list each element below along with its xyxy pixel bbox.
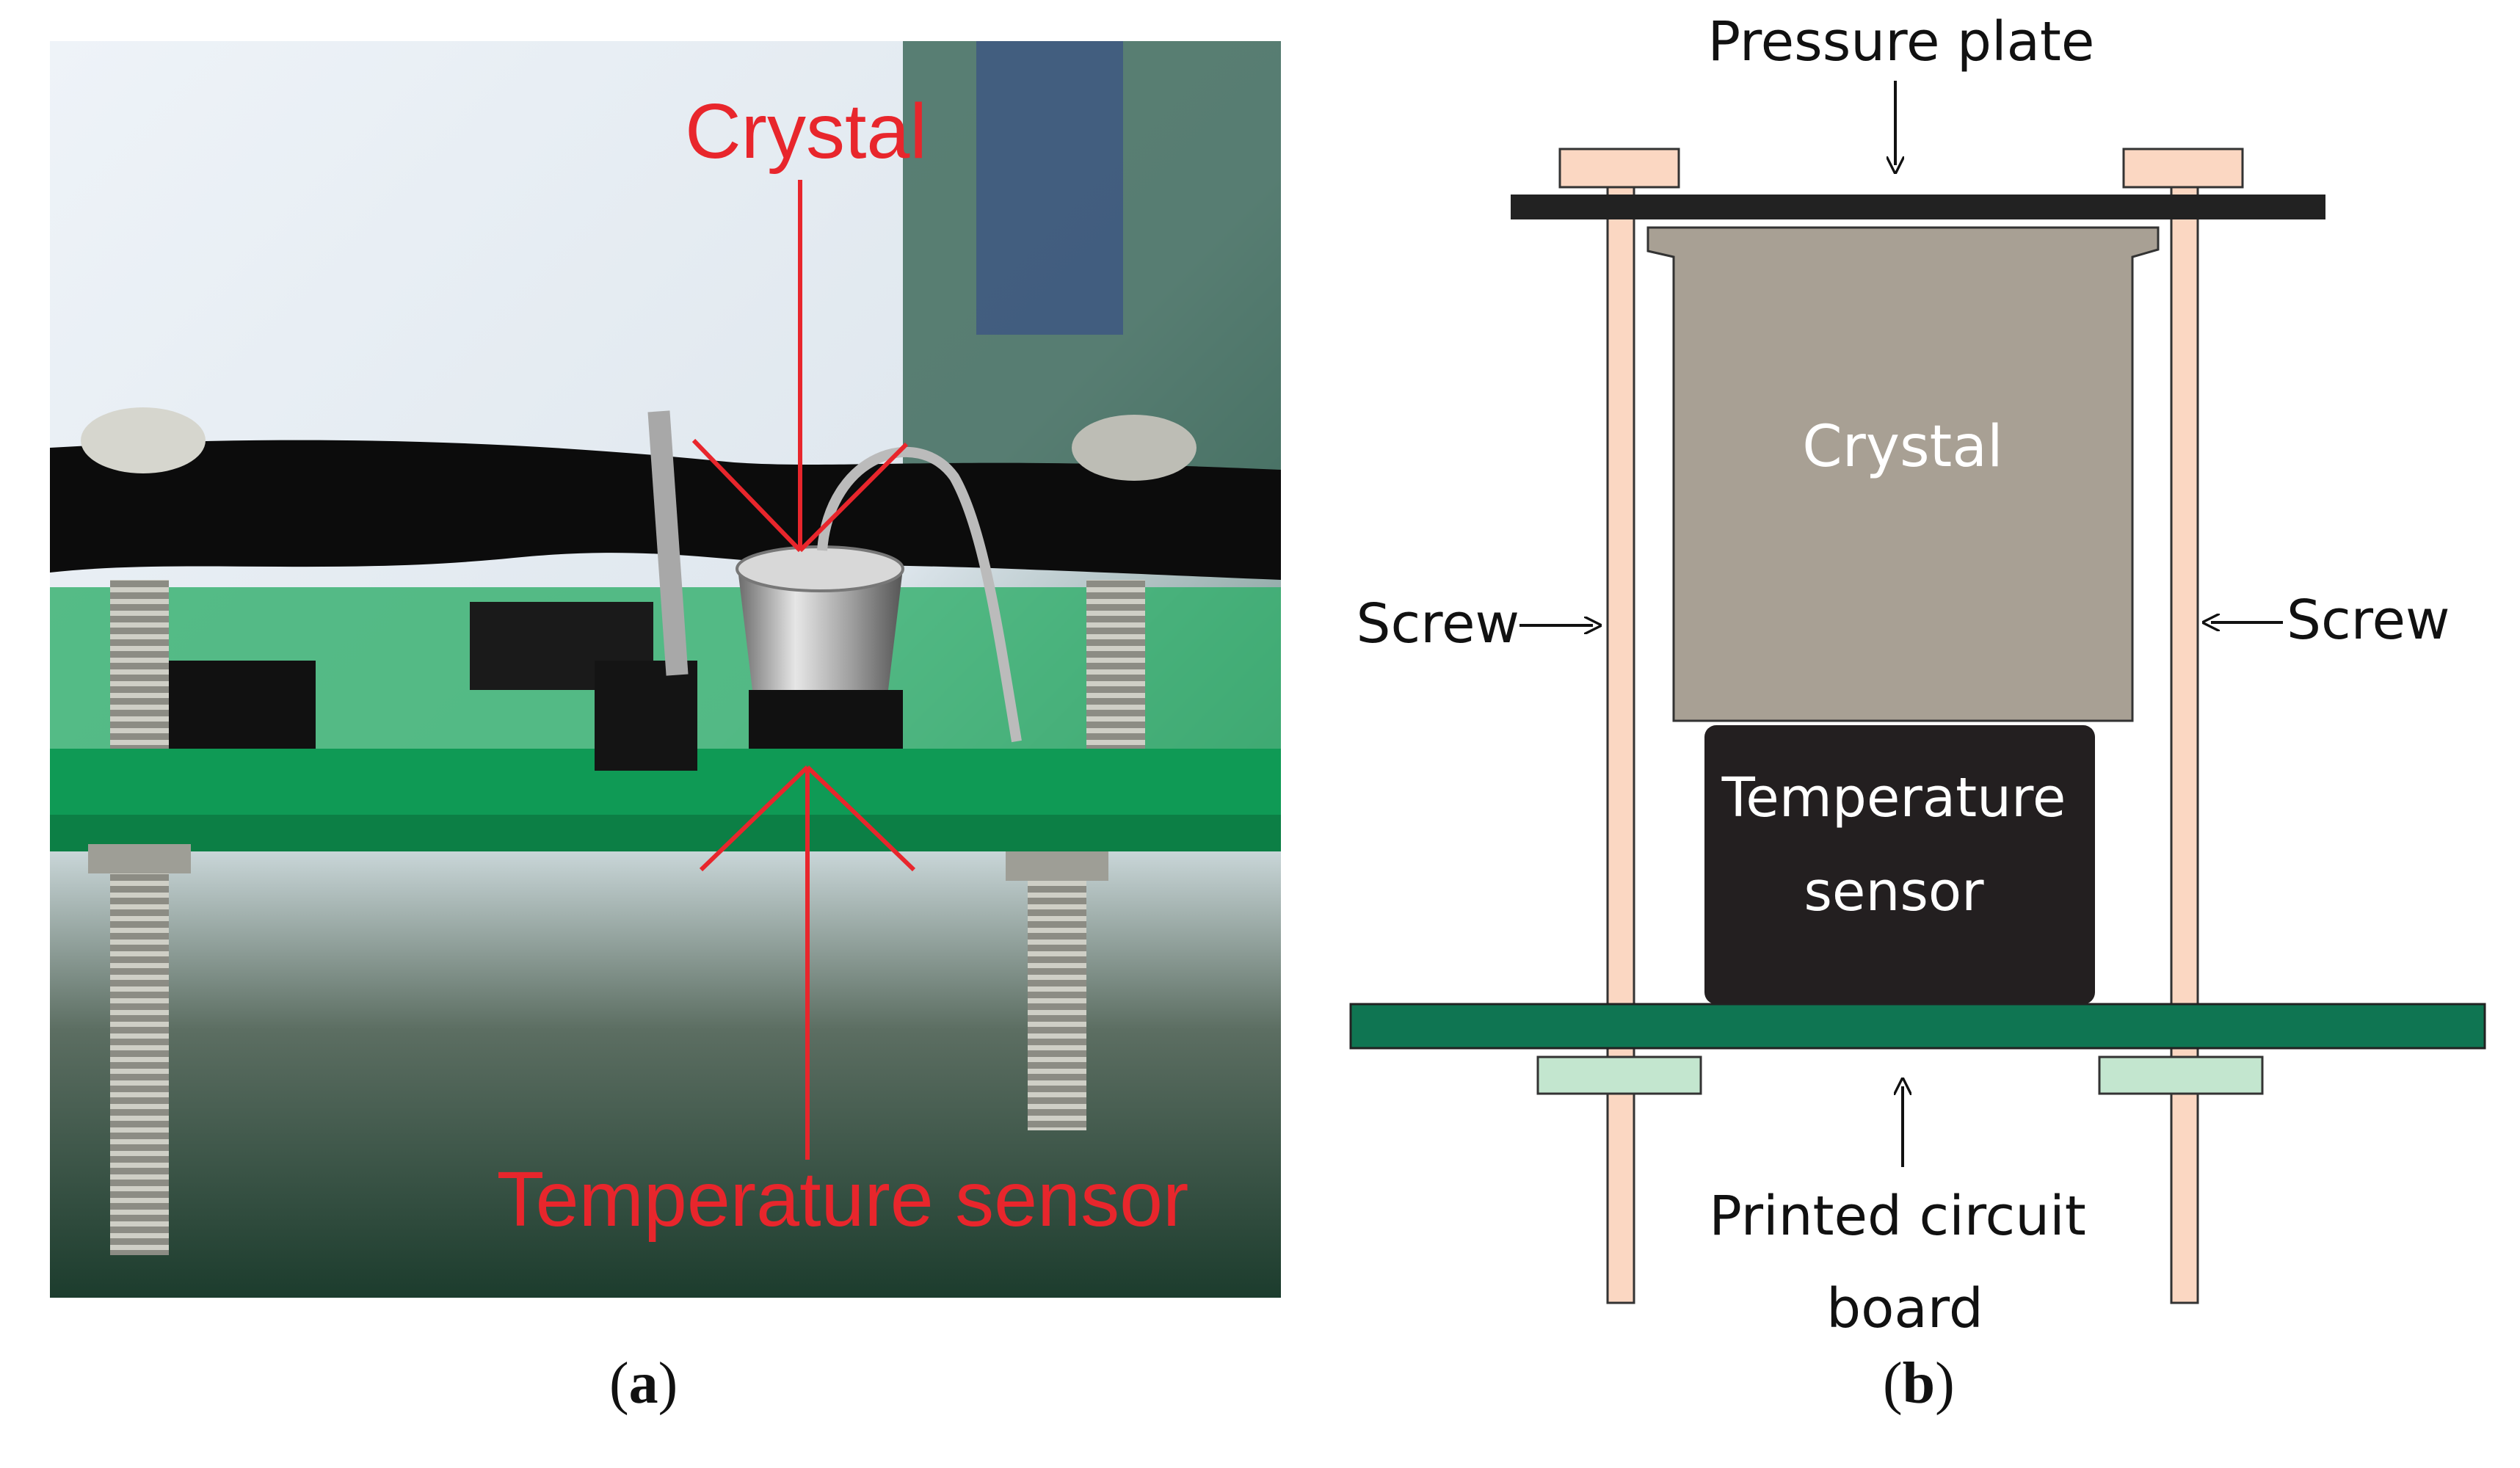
photo-blue-blur	[976, 41, 1123, 335]
photo-screw-head-left	[81, 407, 206, 473]
printed-circuit-board	[1349, 1003, 2486, 1050]
photo-transistor	[595, 661, 697, 771]
photo-screw-left-lower	[110, 859, 169, 1255]
caption-b-letter: b	[1902, 1351, 1936, 1416]
screw-right-head	[2122, 148, 2244, 189]
label-crystal: Crystal	[1802, 414, 2002, 480]
photo-regulator	[169, 661, 316, 749]
screw-right-shaft	[2170, 186, 2199, 1304]
crystal-pointer-arm-right	[798, 442, 909, 553]
sensor-pointer-arm-left	[699, 765, 810, 872]
label-pressure-plate: Pressure plate	[1708, 10, 2095, 73]
panel-a-photo: Crystal Temperature sensor	[50, 41, 1281, 1298]
nut-left	[1536, 1055, 1702, 1095]
photo-pcb-edge	[50, 815, 1281, 851]
photo-crystal-top	[736, 545, 904, 592]
label-screw-right: Screw	[2287, 589, 2450, 652]
screw-left-shaft	[1606, 186, 1635, 1304]
caption-a: (a)	[609, 1351, 678, 1416]
label-sensor-line2: sensor	[1804, 860, 1984, 923]
crystal-annotation	[691, 180, 909, 553]
photo-screw-head-right	[1072, 415, 1197, 481]
caption-a-letter: a	[628, 1351, 658, 1416]
temperature-sensor-block	[1704, 725, 2095, 1004]
sensor-pointer-arm-right	[805, 765, 916, 872]
photo-wire	[817, 446, 1022, 743]
nut-right	[2098, 1055, 2264, 1095]
photo-sensor-body	[749, 690, 903, 749]
photo-pin	[647, 410, 689, 676]
photo-screw-right-upper	[1086, 580, 1145, 749]
photo-crystal-can	[738, 569, 903, 690]
label-pcb-line2: board	[1826, 1277, 1983, 1340]
pressure-plate	[1511, 195, 2325, 219]
photo-label-temperature-sensor: Temperature sensor	[497, 1156, 1189, 1243]
photo-label-crystal: Crystal	[685, 88, 927, 175]
label-screw-left: Screw	[1356, 592, 1519, 655]
photo-nut-right	[1006, 851, 1108, 881]
photo-nut-left	[88, 844, 191, 873]
screw-left-head	[1558, 148, 1680, 189]
label-pcb-line1: Printed circuit	[1709, 1185, 2085, 1248]
photo-screw-right-lower	[1028, 866, 1086, 1130]
photo-screw-left-upper	[110, 580, 169, 749]
caption-b: (b)	[1883, 1351, 1955, 1416]
panel-b-schematic: Pressure plate Crystal Temperature senso…	[1349, 10, 2486, 1340]
crystal-pointer-arm-left	[691, 438, 802, 553]
label-sensor-line1: Temperature	[1721, 766, 2066, 829]
crystal-block	[1646, 226, 2160, 722]
sensor-annotation	[699, 765, 916, 1160]
